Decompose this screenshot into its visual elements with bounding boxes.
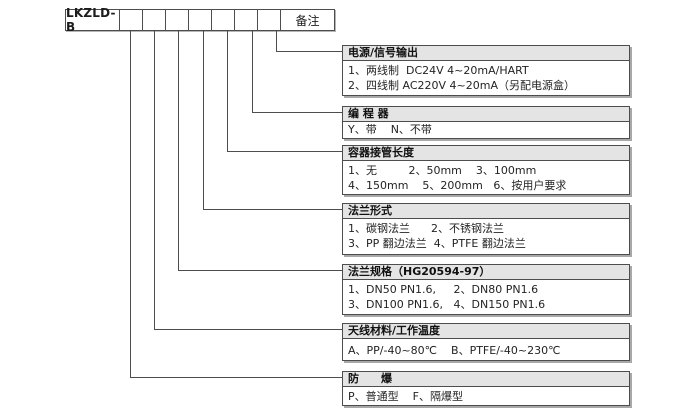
section-flange-type-options: 1、碳钢法兰 2、不锈钢法兰 3、PP 翻边法兰 4、PTFE 翻边法兰 xyxy=(343,219,629,254)
section-flange-type-title: 法兰形式 xyxy=(343,204,629,219)
option-line: 4、150mm 5、200mm 6、按用户要求 xyxy=(348,179,567,192)
connector-antenna-material xyxy=(154,30,342,330)
model-code-row: LKZLD-B 备注 xyxy=(65,6,335,34)
connector-flange-spec xyxy=(178,30,342,271)
connector-programmer xyxy=(252,30,342,113)
section-nozzle-length-options: 1、无 2、50mm 3、100mm 4、150mm 5、200mm 6、按用户… xyxy=(343,161,629,194)
option-line: 1、两线制 DC24V 4~20mA/HART xyxy=(348,64,529,77)
section-antenna-material: 天线材料/工作温度 A、PP/-40~80℃ B、PTFE/-40~230℃ xyxy=(342,323,630,361)
section-power-output-options: 1、两线制 DC24V 4~20mA/HART 2、四线制 AC220V 4~2… xyxy=(343,61,629,95)
section-power-output-title: 电源/信号输出 xyxy=(343,46,629,61)
connector-explosion-proof xyxy=(130,30,342,378)
option-line: 1、DN50 PN1.6, 2、DN80 PN1.6 xyxy=(348,283,539,296)
section-antenna-material-title: 天线材料/工作温度 xyxy=(343,324,629,339)
connector-flange-type xyxy=(203,30,342,210)
option-line: A、PP/-40~80℃ B、PTFE/-40~230℃ xyxy=(348,344,561,357)
section-programmer: 编 程 器 Y、带 N、不带 xyxy=(342,106,630,139)
section-explosion-proof-options: P、普通型 F、隔爆型 xyxy=(343,387,629,405)
option-line: P、普通型 F、隔爆型 xyxy=(348,390,463,403)
option-line: 1、碳钢法兰 2、不锈钢法兰 xyxy=(348,222,504,235)
option-line: 1、无 2、50mm 3、100mm xyxy=(348,164,537,177)
option-line: 3、DN100 PN1.6, 4、DN150 PN1.6 xyxy=(348,298,546,311)
option-line: Y、带 N、不带 xyxy=(348,123,432,136)
section-flange-spec-options: 1、DN50 PN1.6, 2、DN80 PN1.6 3、DN100 PN1.6… xyxy=(343,280,629,314)
section-flange-spec-title: 法兰规格（HG20594-97） xyxy=(343,265,629,280)
section-flange-type: 法兰形式 1、碳钢法兰 2、不锈钢法兰 3、PP 翻边法兰 4、PTFE 翻边法… xyxy=(342,203,630,255)
remark-box: 备注 xyxy=(280,9,335,31)
section-explosion-proof-title: 防 爆 xyxy=(343,372,629,387)
section-explosion-proof: 防 爆 P、普通型 F、隔爆型 xyxy=(342,371,630,406)
model-prefix-box: LKZLD-B xyxy=(65,6,120,34)
section-programmer-options: Y、带 N、不带 xyxy=(343,122,629,138)
section-nozzle-length-title: 容器接管长度 xyxy=(343,146,629,161)
connector-power-output xyxy=(276,30,342,52)
remark-label: 备注 xyxy=(295,13,320,28)
model-prefix-label: LKZLD-B xyxy=(66,6,116,34)
connector-nozzle-length xyxy=(227,30,342,152)
option-line: 3、PP 翻边法兰 4、PTFE 翻边法兰 xyxy=(348,237,526,250)
section-antenna-material-options: A、PP/-40~80℃ B、PTFE/-40~230℃ xyxy=(343,339,629,360)
section-nozzle-length: 容器接管长度 1、无 2、50mm 3、100mm 4、150mm 5、200m… xyxy=(342,145,630,195)
section-flange-spec: 法兰规格（HG20594-97） 1、DN50 PN1.6, 2、DN80 PN… xyxy=(342,264,630,315)
section-programmer-title: 编 程 器 xyxy=(343,107,629,122)
option-line: 2、四线制 AC220V 4~20mA（另配电源盒） xyxy=(348,79,575,92)
section-power-output: 电源/信号输出 1、两线制 DC24V 4~20mA/HART 2、四线制 AC… xyxy=(342,45,630,96)
